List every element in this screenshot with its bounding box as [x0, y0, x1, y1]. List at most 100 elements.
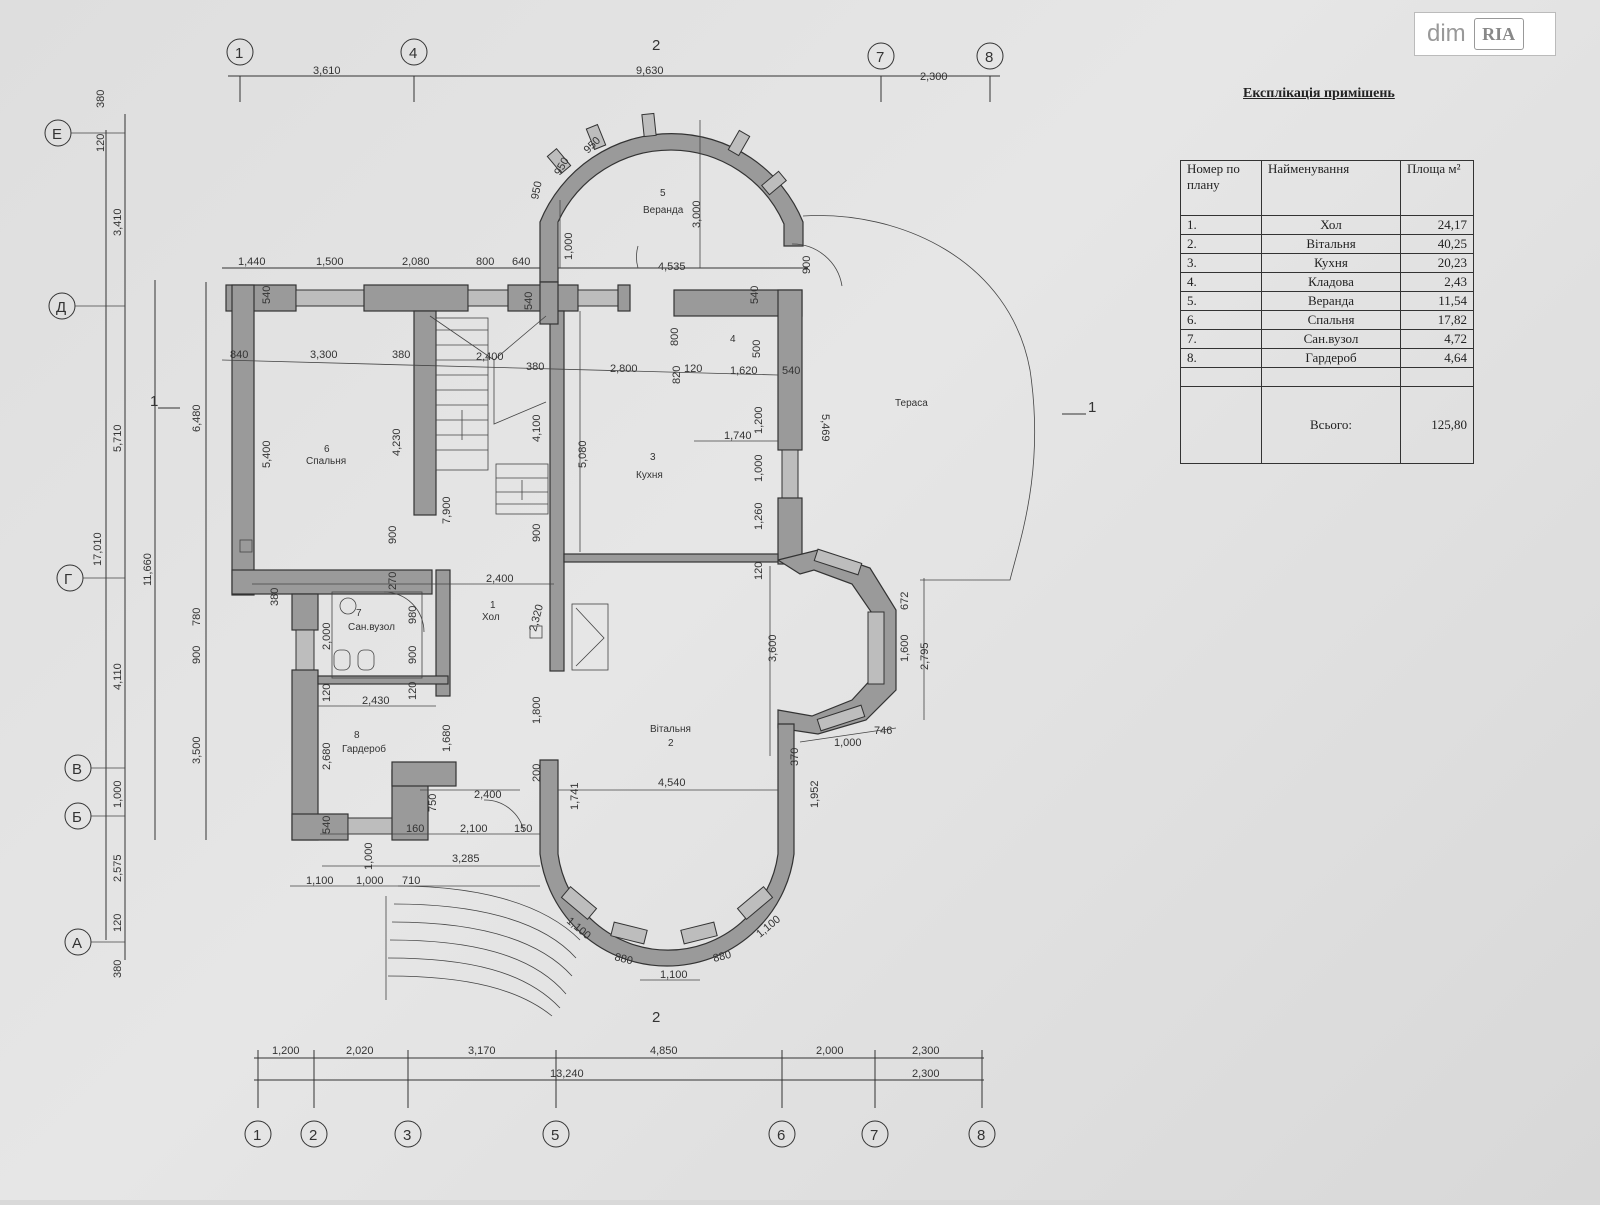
dim-text: 840: [230, 349, 248, 361]
dim-text: 1,100: [660, 969, 688, 981]
axis-label: 2: [309, 1127, 317, 1144]
dim-text: 1,620: [730, 365, 758, 377]
table-header-row: Номер по плану Найменування Площа м²: [1180, 160, 1474, 216]
dim-text: 5,469: [819, 414, 831, 442]
dim-text: 780: [191, 608, 203, 626]
dim-text: 4,850: [650, 1045, 678, 1057]
axis-marker: [542, 1120, 570, 1148]
cell-num: 5.: [1180, 291, 1262, 311]
section-mark-left: 1: [150, 393, 158, 410]
axis-marker: [867, 42, 895, 70]
cell-area: 17,82: [1400, 310, 1474, 330]
cell-num: 7.: [1180, 329, 1262, 349]
dim-text: 380: [269, 588, 281, 606]
room-name: Вітальня: [650, 724, 691, 735]
interior-dim-lines: [221, 311, 925, 981]
cell-name: Вітальня: [1261, 234, 1401, 254]
dim-text: 2,795: [919, 642, 931, 670]
dim-text: 880: [712, 949, 733, 965]
axis-label: Г: [64, 571, 72, 588]
dim-text: 2,680: [321, 742, 333, 770]
dim-text: 120: [321, 684, 333, 702]
dim-text: 1,200: [753, 406, 765, 434]
dim-text: 1,500: [316, 256, 344, 268]
axis-marker: [861, 1120, 889, 1148]
dim-text: 150: [514, 823, 532, 835]
dim-text: 1,260: [753, 502, 765, 530]
dim-text: 2,575: [112, 854, 124, 882]
axis-label: 7: [876, 49, 884, 66]
section-mark-top: 2: [652, 37, 660, 54]
dim-text: 3,600: [767, 634, 779, 662]
room-number: 5: [660, 188, 666, 199]
dim-text: 900: [387, 526, 399, 544]
living-curve: [539, 723, 795, 967]
walls: [225, 281, 897, 841]
cell-area: 24,17: [1400, 215, 1474, 235]
axis-label: А: [72, 935, 82, 952]
axis-label: 1: [253, 1127, 261, 1144]
room-number: 3: [650, 452, 656, 463]
dim-text: 2,300: [912, 1045, 940, 1057]
cell-num: 3.: [1180, 253, 1262, 273]
room-number: 7: [356, 608, 362, 619]
total-label: Всього:: [1261, 386, 1401, 464]
dim-text: 380: [392, 349, 410, 361]
dim-text: 4,535: [658, 261, 686, 273]
dim-text: 3,170: [468, 1045, 496, 1057]
dim-text: 120: [753, 562, 765, 580]
table-total-row: Всього: 125,80: [1180, 386, 1474, 464]
room-number: 2: [668, 738, 674, 749]
dim-text: 3,500: [191, 736, 203, 764]
dim-text: 120: [112, 914, 124, 932]
dim-text: 370: [789, 748, 801, 766]
dim-text: 200: [531, 764, 543, 782]
dim-text: 640: [512, 256, 530, 268]
table-row-empty: [1180, 367, 1474, 387]
dim-text: 380: [112, 960, 124, 978]
cell-name: Сан.вузол: [1261, 329, 1401, 349]
cell-area: 4,64: [1400, 348, 1474, 368]
dim-text: 5,710: [112, 424, 124, 452]
dim-text: 13,240: [550, 1068, 584, 1080]
entrance-steps: [385, 885, 581, 1017]
room-name: Сан.вузол: [348, 622, 395, 633]
section-mark-bottom: 2: [652, 1009, 660, 1026]
dim-text: 1,600: [899, 634, 911, 662]
axis-marker: [300, 1120, 328, 1148]
cell-name: Кладова: [1261, 272, 1401, 292]
dim-text: 2,020: [346, 1045, 374, 1057]
dim-text: 3,000: [691, 200, 703, 228]
dim-text: 980: [407, 606, 419, 624]
dim-text: 2,080: [402, 256, 430, 268]
logo-dim-text: dim: [1427, 20, 1466, 47]
axis-label: 8: [985, 49, 993, 66]
cell-num: 4.: [1180, 272, 1262, 292]
axis-label: 6: [777, 1127, 785, 1144]
dim-text: 2,800: [610, 363, 638, 375]
interior-dims: 3,300 840 380 2,400 380 2,800 120 1,620 …: [230, 286, 931, 981]
dim-text: 950: [529, 180, 545, 200]
dim-text: 120: [684, 363, 702, 375]
dim-text: 2,430: [362, 695, 390, 707]
dim-text: 800: [669, 328, 681, 346]
cell-name: Веранда: [1261, 291, 1401, 311]
dimria-logo[interactable]: dim RIA: [1414, 12, 1556, 56]
dim-text: 2,300: [912, 1068, 940, 1080]
dim-text: 1,000: [753, 454, 765, 482]
dim-text: 1,952: [809, 780, 821, 808]
room-name: Веранда: [643, 205, 684, 216]
axis-label: 3: [403, 1127, 411, 1144]
bottom-axes: 2 1,200 2,020 3,170 4,850 2,000 2,300 13…: [244, 1009, 996, 1148]
room-number: 6: [324, 444, 330, 455]
room-labels: 6 Спальня 3 Кухня 4 1 Хол 7 Сан.вузол 8 …: [306, 334, 736, 755]
dim-text: 540: [749, 286, 761, 304]
dim-text: 120: [407, 682, 419, 700]
dim-text: 746: [874, 725, 892, 737]
dim-text: 1,000: [356, 875, 384, 887]
dim-text: 1,000: [563, 232, 575, 260]
